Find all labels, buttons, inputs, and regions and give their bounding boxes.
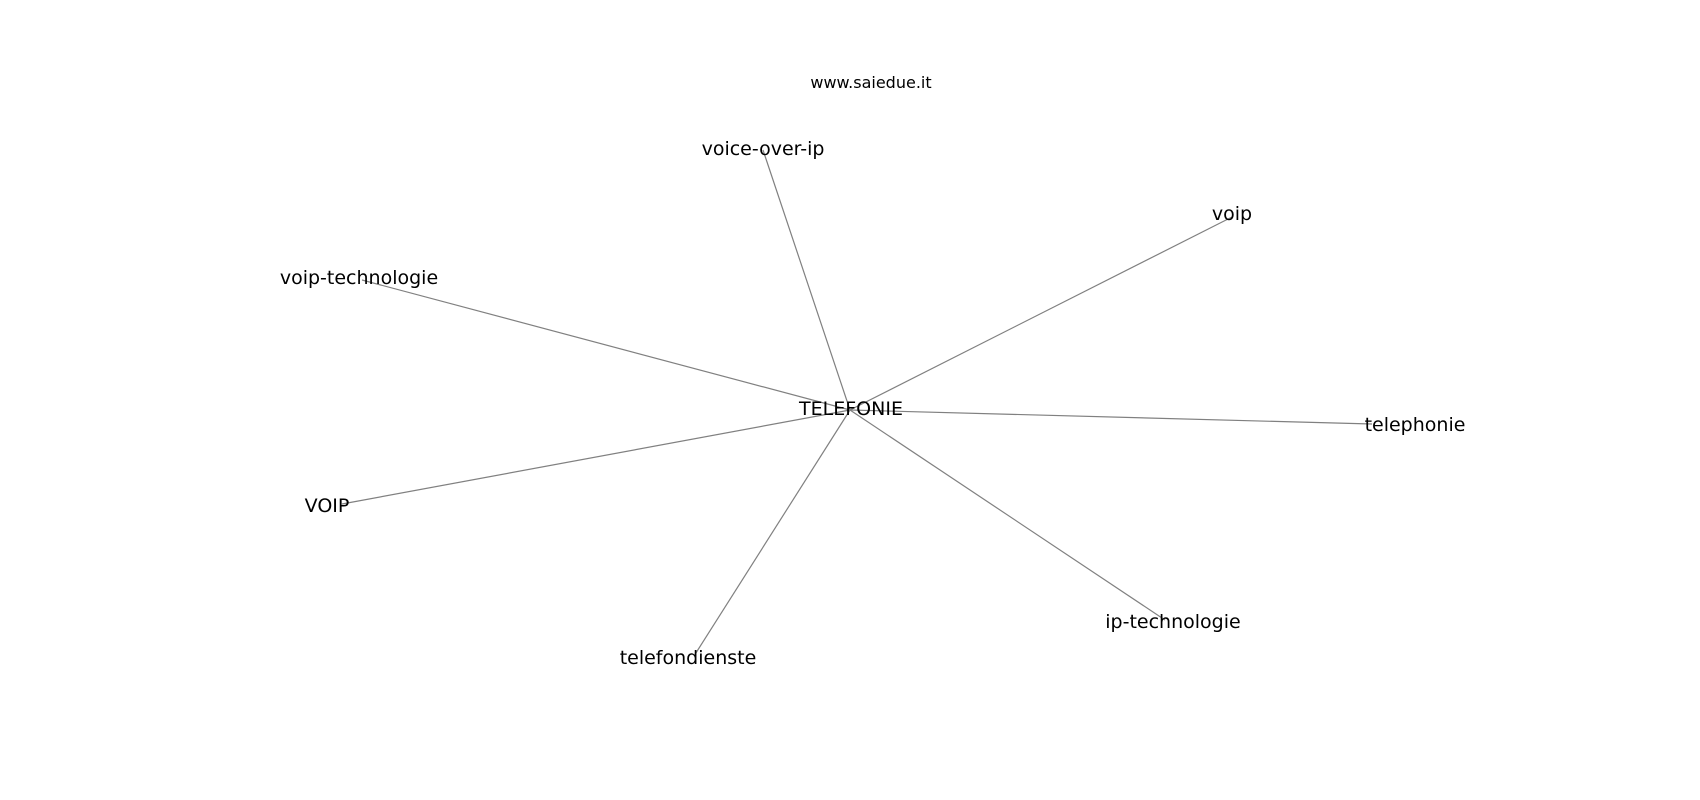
node-label-telefondienste: telefondienste xyxy=(620,647,757,669)
node-label-telefonie: TELEFONIE xyxy=(798,398,903,420)
edges-group xyxy=(341,149,1373,657)
edge-telefonie-voip-upper xyxy=(341,409,851,505)
edge-telefonie-voip xyxy=(849,216,1233,411)
edge-telefonie-ip-technologie xyxy=(849,409,1166,621)
node-label-voice-over-ip: voice-over-ip xyxy=(702,138,825,160)
edge-telefonie-voice-over-ip xyxy=(762,149,851,411)
node-label-voip-technologie: voip-technologie xyxy=(280,267,438,289)
node-label-ip-technologie: ip-technologie xyxy=(1105,611,1240,633)
node-label-voip: voip xyxy=(1212,203,1252,225)
site-url-label: www.saiedue.it xyxy=(810,73,931,92)
node-label-telephonie: telephonie xyxy=(1365,414,1466,436)
edge-telefonie-telefondienste xyxy=(693,409,851,657)
edge-telefonie-telephonie xyxy=(849,409,1373,425)
node-label-voip-upper: VOIP xyxy=(305,495,350,517)
edge-telefonie-voip-technologie xyxy=(361,279,851,411)
